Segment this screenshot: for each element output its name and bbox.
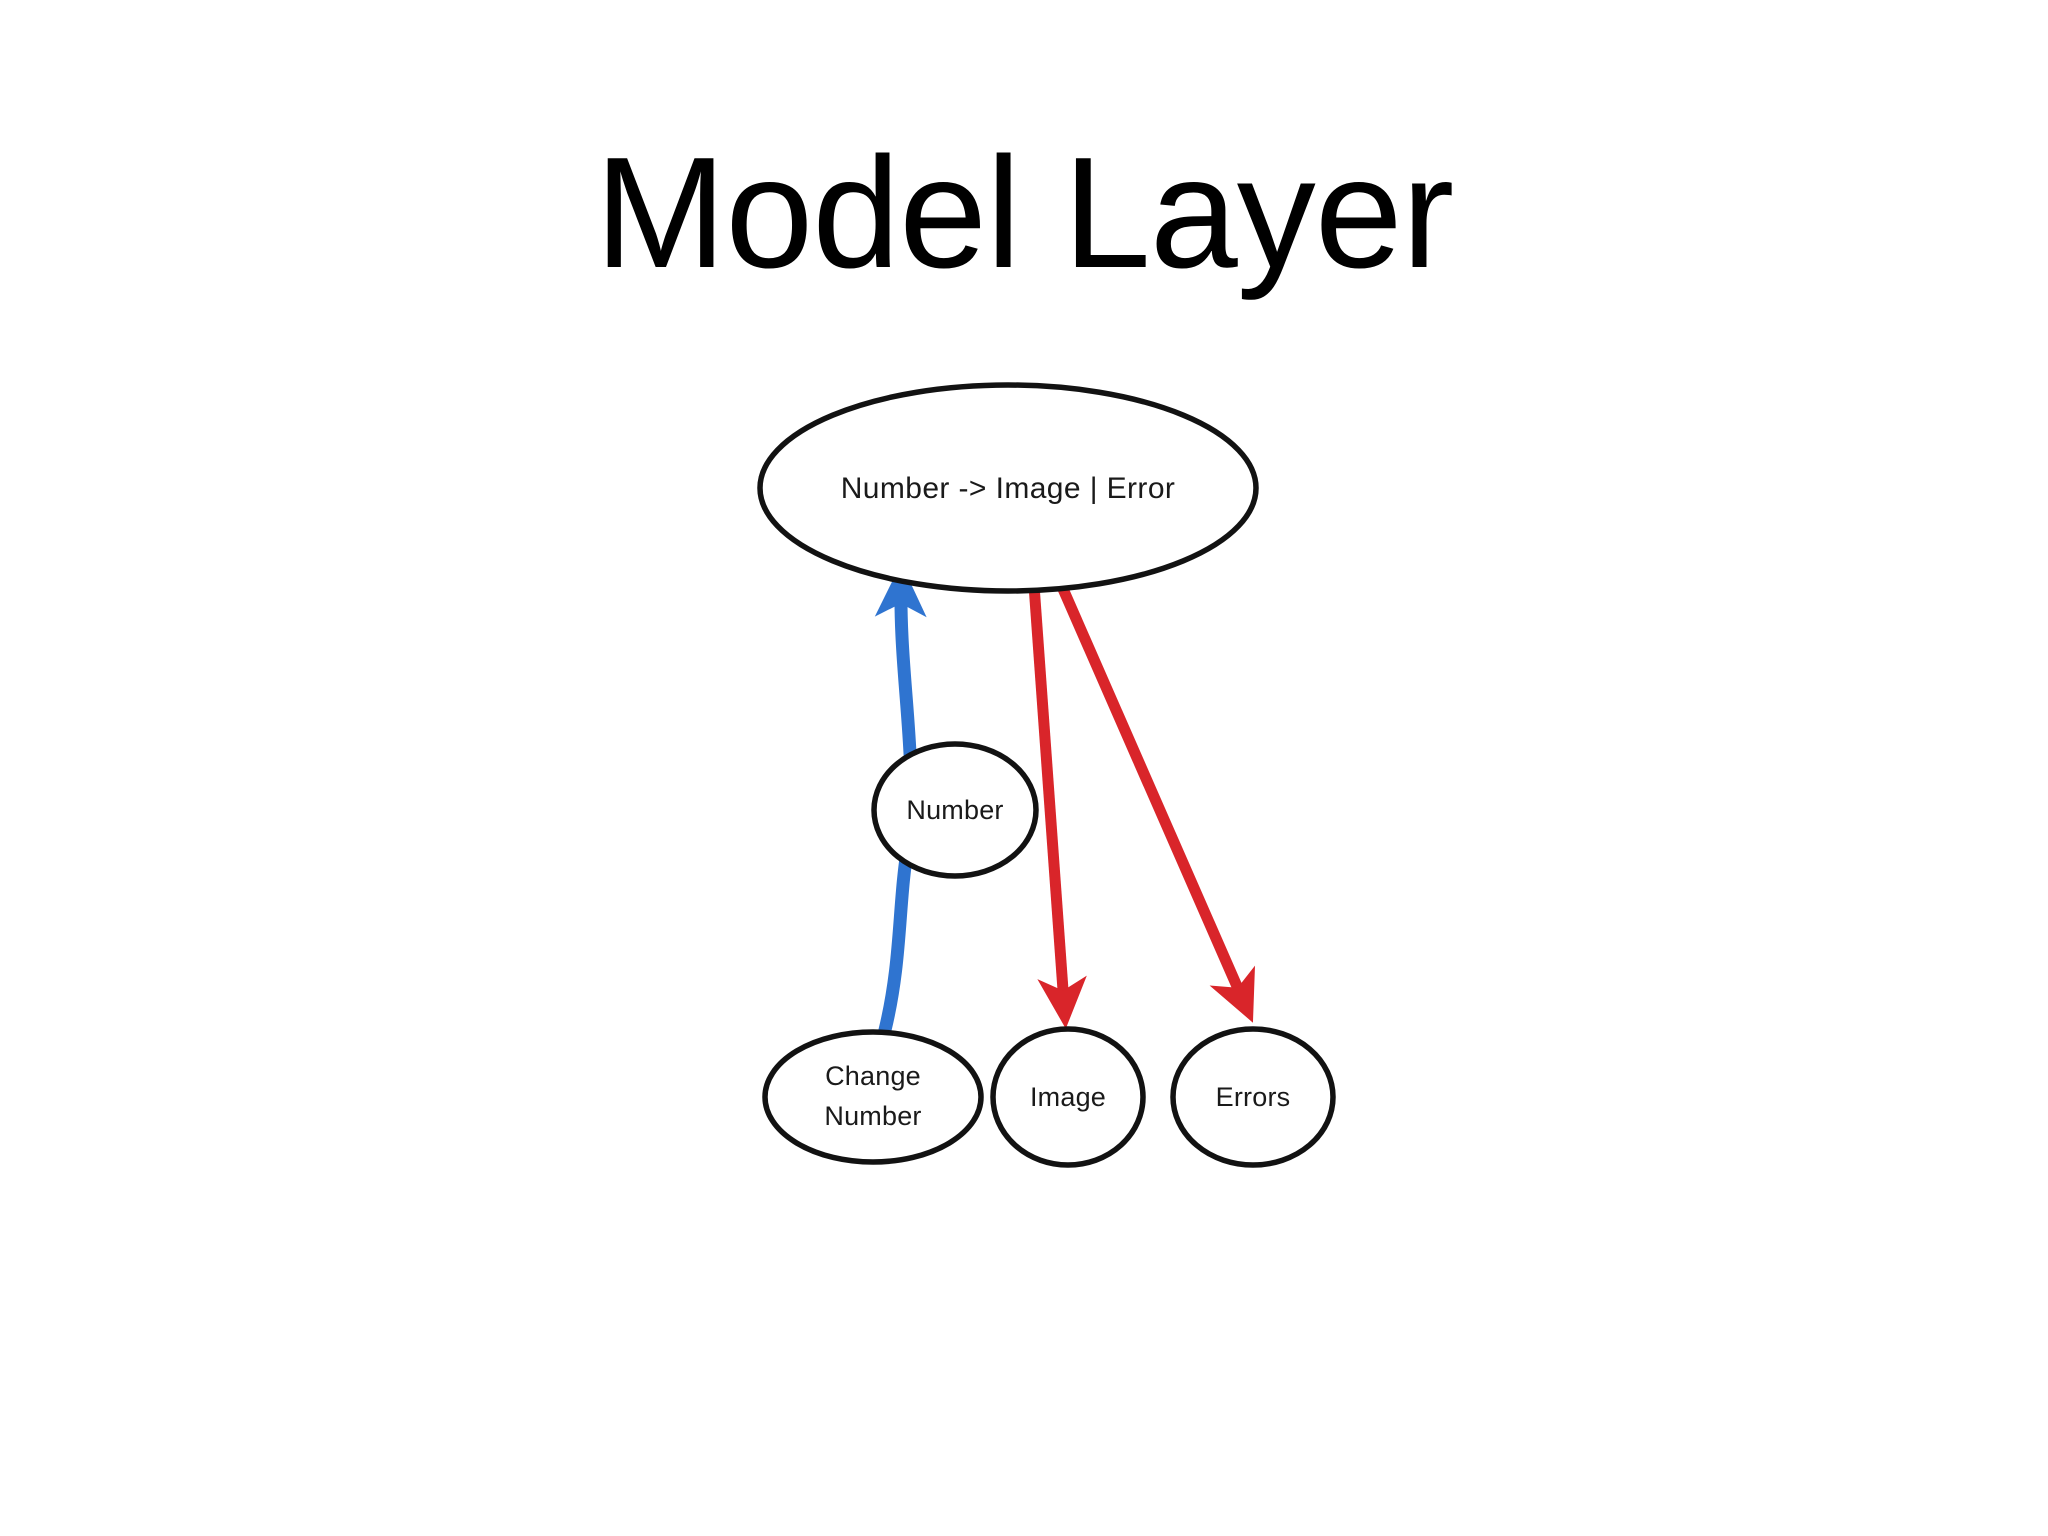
node-state[interactable]: Number -> Image | Error <box>757 382 1259 594</box>
node-errors-label: Errors <box>1216 1082 1291 1112</box>
diagram-nodes: Number -> Image | Error Number Change Nu… <box>757 382 1336 1168</box>
edge-state-to-errors <box>1054 579 1256 1023</box>
node-number-label: Number <box>906 795 1003 825</box>
node-state-label: Number -> Image | Error <box>841 472 1176 505</box>
node-image-shape[interactable] <box>990 1026 1146 1168</box>
node-change-number[interactable]: Change Number <box>762 1029 984 1165</box>
node-state-shape[interactable] <box>757 382 1259 594</box>
node-image-label: Image <box>1030 1082 1106 1112</box>
page-title: Model Layer <box>594 125 1454 301</box>
node-errors[interactable]: Errors <box>1170 1026 1336 1168</box>
edge-state-to-image <box>1028 584 1087 1029</box>
node-number[interactable]: Number <box>871 741 1039 879</box>
node-image[interactable]: Image <box>990 1026 1146 1168</box>
node-change-number-shape[interactable] <box>762 1029 984 1165</box>
node-change-number-label-line1: Change <box>825 1061 921 1091</box>
node-number-shape[interactable] <box>871 741 1039 879</box>
node-change-number-label-line2: Number <box>824 1101 921 1131</box>
node-errors-shape[interactable] <box>1170 1026 1336 1168</box>
